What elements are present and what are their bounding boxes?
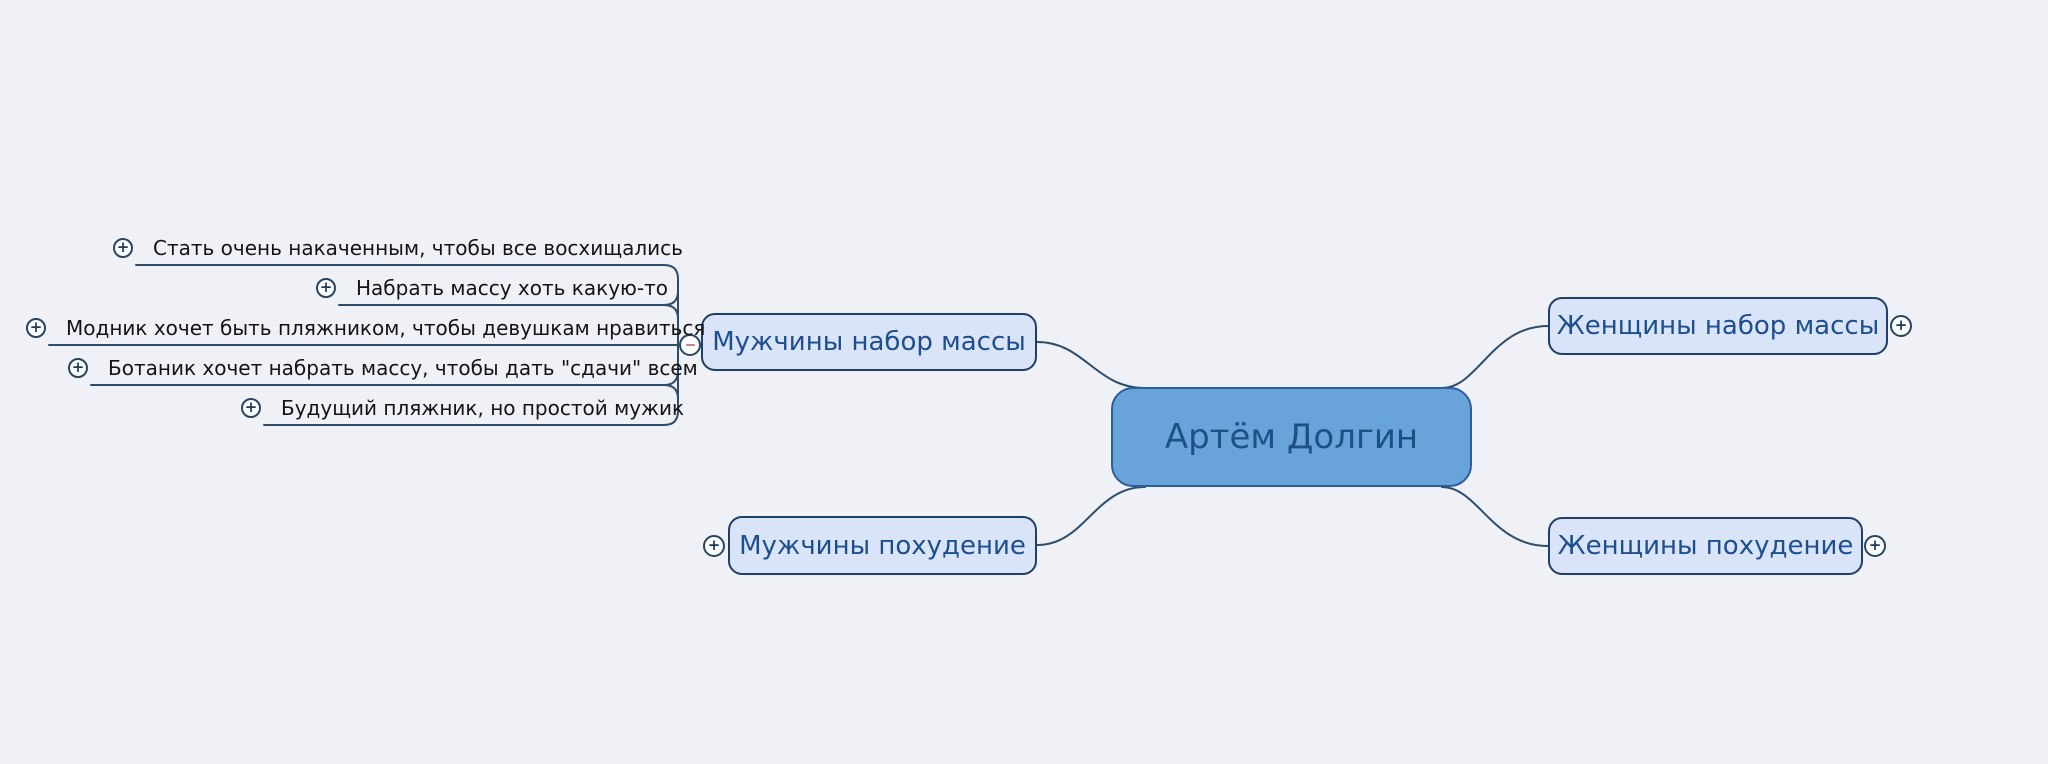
branch-topic-label: Женщины похудение <box>1557 531 1854 561</box>
expand-icon-women-weight-loss[interactable]: + <box>1864 535 1886 557</box>
subtopic-underline-4 <box>90 370 679 400</box>
expand-icon[interactable]: + <box>68 358 88 378</box>
branch-topic-women-weight-loss[interactable]: Женщины похудение <box>1548 517 1863 575</box>
branch-topic-label: Женщины набор массы <box>1556 311 1880 341</box>
subtopic-row[interactable]: + Стать очень накаченным, чтобы все восх… <box>113 234 683 262</box>
plus-glyph: + <box>319 277 333 296</box>
expand-icon[interactable]: + <box>316 278 336 298</box>
plus-glyph: + <box>71 357 85 376</box>
subtopic-label: Модник хочет быть пляжником, чтобы девуш… <box>66 316 706 340</box>
subtopic-label: Набрать массу хоть какую-то <box>356 276 668 300</box>
subtopic-label: Ботаник хочет набрать массу, чтобы дать … <box>108 356 698 380</box>
root-topic[interactable]: Артём Долгин <box>1111 387 1472 487</box>
branch-topic-men-mass-gain[interactable]: Мужчины набор массы <box>701 313 1037 371</box>
subtopic-row[interactable]: + Набрать массу хоть какую-то <box>316 274 668 302</box>
plus-glyph: + <box>1894 315 1908 334</box>
edge-root-to-men-mass-gain <box>1036 341 1146 389</box>
minus-glyph <box>685 344 695 346</box>
subtopic-row[interactable]: + Модник хочет быть пляжником, чтобы дев… <box>26 314 705 342</box>
plus-glyph: + <box>116 237 130 256</box>
branch-topic-label: Мужчины набор массы <box>712 327 1026 357</box>
plus-glyph: + <box>29 317 43 336</box>
expand-icon[interactable]: + <box>113 238 133 258</box>
expand-icon-men-weight-loss[interactable]: + <box>703 535 725 557</box>
subtopic-label: Стать очень накаченным, чтобы все восхищ… <box>153 236 683 260</box>
root-topic-label: Артём Долгин <box>1164 417 1419 457</box>
edge-root-to-women-weight-loss <box>1441 486 1549 547</box>
branch-topic-women-mass-gain[interactable]: Женщины набор массы <box>1548 297 1888 355</box>
plus-glyph: + <box>707 535 721 554</box>
expand-icon[interactable]: + <box>241 398 261 418</box>
expand-icon-women-mass-gain[interactable]: + <box>1890 315 1912 337</box>
subtopic-underline-2 <box>338 290 679 320</box>
plus-glyph: + <box>244 397 258 416</box>
subtopic-row[interactable]: + Будущий пляжник, но простой мужик <box>241 394 684 422</box>
collapse-icon[interactable] <box>679 334 701 356</box>
branch-topic-men-weight-loss[interactable]: Мужчины похудение <box>728 516 1037 575</box>
plus-glyph: + <box>1868 535 1882 554</box>
edge-root-to-men-weight-loss <box>1036 486 1146 546</box>
subtopic-label: Будущий пляжник, но простой мужик <box>281 396 685 420</box>
branch-topic-label: Мужчины похудение <box>739 530 1026 561</box>
edge-root-to-women-mass-gain <box>1441 325 1549 389</box>
subtopic-row[interactable]: + Ботаник хочет набрать массу, чтобы дат… <box>68 354 698 382</box>
expand-icon[interactable]: + <box>26 318 46 338</box>
